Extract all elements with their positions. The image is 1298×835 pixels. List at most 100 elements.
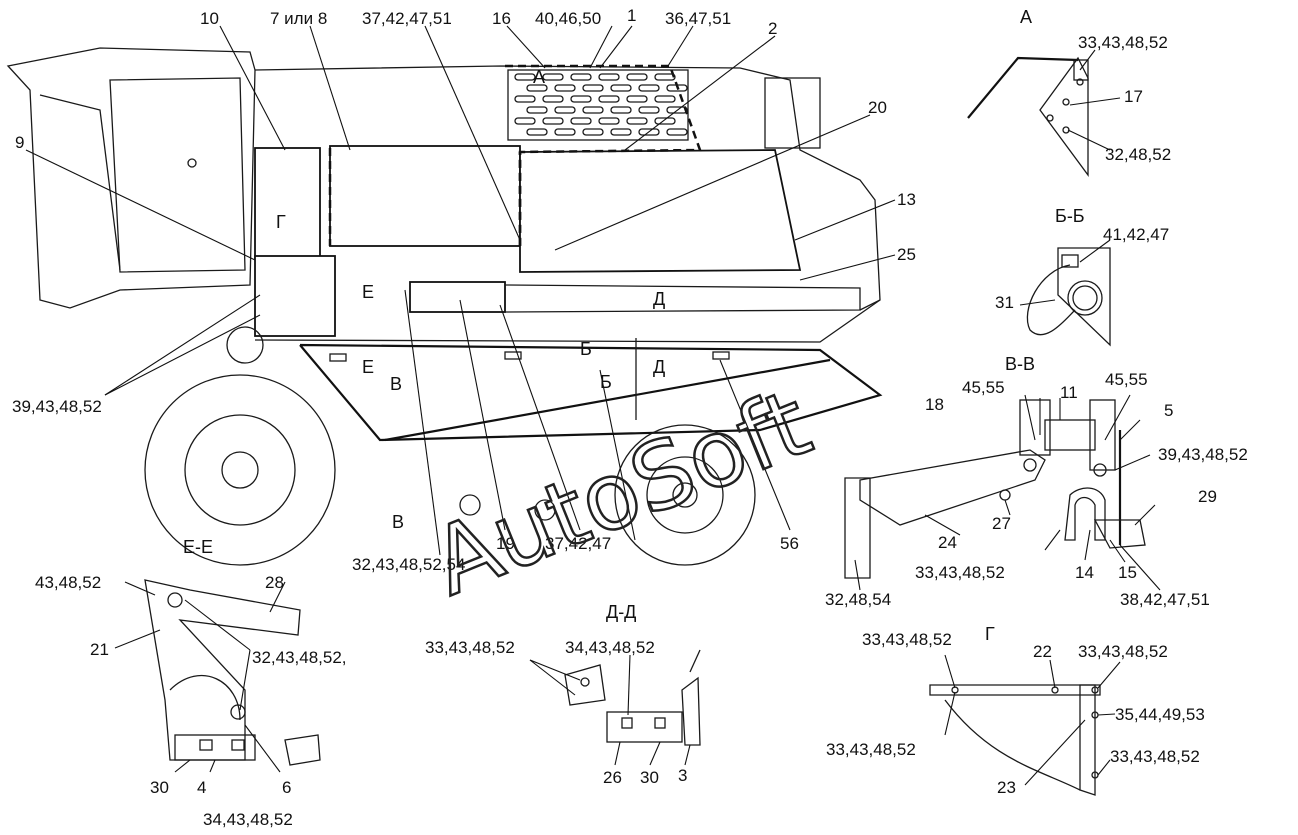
marker-V-2: В [392,512,404,532]
lower-sill [254,299,881,343]
rear-wheel-tire [614,424,756,566]
grille-slot [570,73,592,81]
callout-43-48-52: 43,48,52 [35,573,101,592]
marker-rect-c [712,351,730,360]
callout-7-or-8: 7 или 8 [270,9,327,28]
grille-slot [654,95,676,103]
grille-slot [610,128,632,136]
marker-B-1: Б [580,339,592,359]
callout-39-43-48-52-right: 39,43,48,52 [1158,445,1248,464]
callout-9: 9 [15,133,24,152]
title-view-G: Г [985,624,995,644]
callout-5: 5 [1164,401,1173,420]
front-wheel-hub [221,451,259,489]
callout-2: 2 [768,19,777,38]
title-view-EE: Е-Е [183,537,213,557]
callout-g-33-lowright: 33,43,48,52 [1110,747,1200,766]
callout-45-55-b: 45,55 [1105,370,1148,389]
callout-19: 19 [496,534,515,553]
callout-25: 25 [897,245,916,264]
grille-slot [638,106,660,114]
callout-3: 3 [678,766,687,785]
callout-34-43-48-52-ee: 34,43,48,52 [203,810,293,829]
callout-29: 29 [1198,487,1217,506]
callout-11: 11 [1060,383,1078,402]
title-view-DD: Д-Д [606,602,636,622]
grille-slot [582,84,604,92]
callout-23: 23 [997,778,1016,797]
callout-40-46-50: 40,46,50 [535,9,601,28]
rear-ladder [764,77,821,149]
callout-30-ee: 30 [150,778,169,797]
view-VV [844,394,1161,591]
section-markers: А Г Е Е Д Д Б Б В В [276,67,665,532]
grille-slot [666,128,688,136]
callout-33-43-48-52-vv: 33,43,48,52 [915,563,1005,582]
callout-A-33-43-48-52: 33,43,48,52 [1078,33,1168,52]
callout-21: 21 [90,640,109,659]
body-top-line [254,65,881,311]
cab-door [109,77,246,273]
marker-V-1: В [390,374,402,394]
callout-37-42-47: 37,42,47 [545,534,611,553]
callout-18: 18 [925,395,944,414]
front-wheel-tire [144,374,336,566]
main-leaders [25,25,896,556]
callout-g-33-right: 33,43,48,52 [1078,642,1168,661]
marker-D-2: Д [653,357,665,377]
callout-35-44-49-53: 35,44,49,53 [1115,705,1205,724]
callout-34-43-48-52-dd: 34,43,48,52 [565,638,655,657]
grille-slot [526,106,548,114]
grille-slot [542,73,564,81]
grille-slot [654,117,676,125]
grille-slot [554,84,576,92]
grille-slot [570,95,592,103]
grille-slot [526,84,548,92]
callout-32-48-52: 32,48,52 [1105,145,1171,164]
callout-13: 13 [897,190,916,209]
grille-slot [610,84,632,92]
grille-slot [638,84,660,92]
grille-slot [514,117,536,125]
cab-window-edge [39,94,121,271]
combine-side-view [6,47,883,566]
grille-panel-dashed [505,64,702,246]
grille-slot [582,106,604,114]
grille-slot [554,106,576,114]
grille-slot [598,95,620,103]
marker-B-2: Б [600,372,612,392]
callout-1: 1 [627,6,636,25]
cab-outline [6,47,256,309]
callout-6: 6 [282,778,291,797]
title-view-BB: Б-Б [1055,206,1085,226]
grille-slot [638,128,660,136]
grille-slot [570,117,592,125]
callout-36-47-51: 36,47,51 [665,9,731,28]
callout-56: 56 [780,534,799,553]
axle-housing [226,326,264,364]
callout-22: 22 [1033,642,1052,661]
callout-32-48-54: 32,48,54 [825,590,891,609]
side-beam [504,284,861,313]
callout-4: 4 [197,778,206,797]
view-EE [114,579,321,773]
callout-g-33-top: 33,43,48,52 [862,630,952,649]
grille-slot [610,106,632,114]
marker-rect-b [504,351,522,360]
callout-33-43-48-52-dd: 33,43,48,52 [425,638,515,657]
grille-slot [542,117,564,125]
callout-15: 15 [1118,563,1137,582]
grille-slot [554,128,576,136]
callout-10: 10 [200,9,219,28]
grille-slot [598,117,620,125]
callout-17: 17 [1124,87,1143,106]
callout-24: 24 [938,533,957,552]
grille-slot [666,84,688,92]
grille-slot [654,73,676,81]
rear-wheel-hub [672,482,698,508]
panel-10 [254,147,321,259]
callout-37-42-47-51: 37,42,47,51 [362,9,452,28]
skirt-diagonal [384,358,831,442]
callout-28: 28 [265,573,284,592]
